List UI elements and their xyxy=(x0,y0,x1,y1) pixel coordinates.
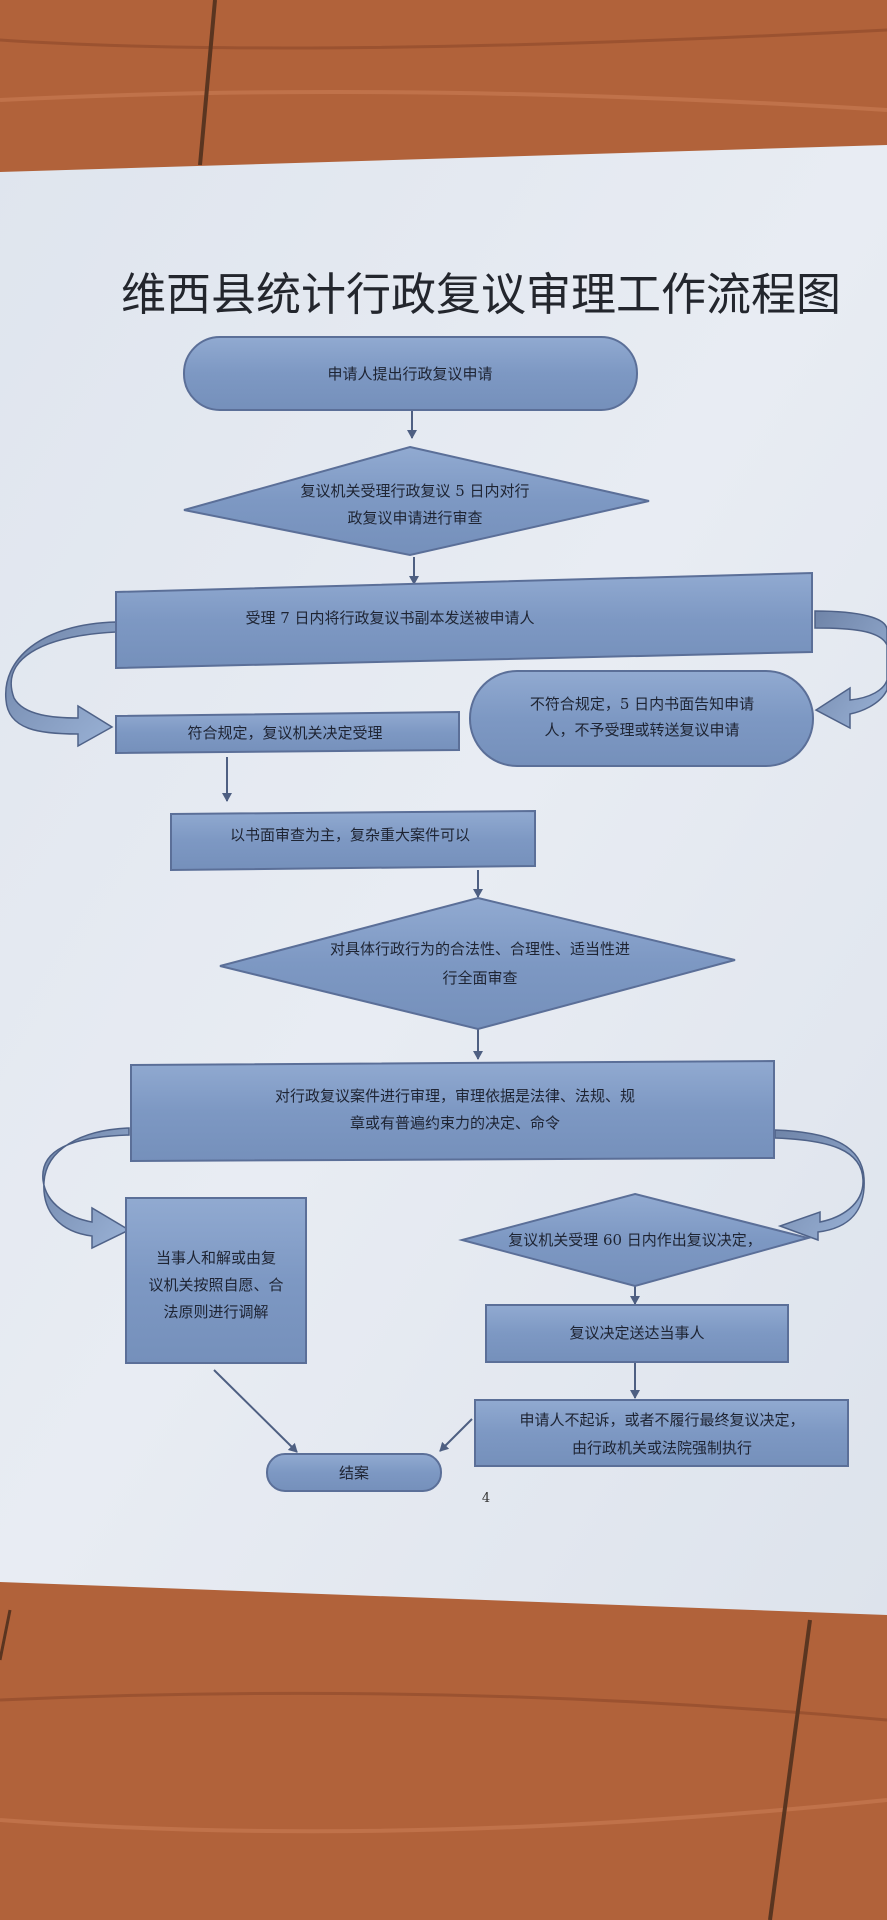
svg-text:以书面审查为主，复杂重大案件可以: 以书面审查为主，复杂重大案件可以 xyxy=(230,826,470,844)
diagram-title: 维西县统计行政复议审理工作流程图 xyxy=(121,268,841,321)
node-hearing: 对行政复议案件进行审理，审理依据是法律、法规、规 章或有普遍约束力的决定、命令 xyxy=(130,1059,775,1163)
svg-text:人，不予受理或转送复议申请: 人，不予受理或转送复议申请 xyxy=(544,721,739,739)
node-reject: 不符合规定，5 日内书面告知申请 人，不予受理或转送复议申请 xyxy=(469,670,814,767)
node-fullreview: 对具体行政行为的合法性、合理性、适当性进 行全面审查 xyxy=(219,896,736,1031)
svg-text:政复议申请进行审查: 政复议申请进行审查 xyxy=(347,509,482,527)
node-start: 申请人提出行政复议申请 xyxy=(183,336,638,411)
node-mediate: 当事人和解或由复 议机关按照自愿、合 法原则进行调解 xyxy=(125,1197,307,1364)
svg-text:申请人提出行政复议申请: 申请人提出行政复议申请 xyxy=(327,365,492,383)
svg-text:结案: 结案 xyxy=(339,1464,369,1482)
svg-text:由行政机关或法院强制执行: 由行政机关或法院强制执行 xyxy=(572,1439,752,1457)
svg-text:受理 7 日内将行政复议书副本发送被申请人: 受理 7 日内将行政复议书副本发送被申请人 xyxy=(245,609,534,627)
svg-text:不符合规定，5 日内书面告知申请: 不符合规定，5 日内书面告知申请 xyxy=(530,695,754,713)
curved-arrow-left-1 xyxy=(5,621,117,748)
node-accept: 符合规定，复议机关决定受理 xyxy=(115,710,460,755)
arrow-enforce-to-end xyxy=(439,1418,473,1452)
node-end: 结案 xyxy=(266,1453,442,1492)
node-send7: 受理 7 日内将行政复议书副本发送被申请人 xyxy=(115,571,813,670)
curved-arrow-right-2 xyxy=(774,1129,865,1242)
svg-text:复议决定送达当事人: 复议决定送达当事人 xyxy=(569,1324,704,1342)
svg-text:符合规定，复议机关决定受理: 符合规定，复议机关决定受理 xyxy=(187,724,382,742)
svg-text:对具体行政行为的合法性、合理性、适当性进: 对具体行政行为的合法性、合理性、适当性进 xyxy=(330,940,630,958)
svg-text:章或有普遍约束力的决定、命令: 章或有普遍约束力的决定、命令 xyxy=(350,1114,560,1132)
node-decide60: 复议机关受理 60 日内作出复议决定， xyxy=(458,1192,812,1288)
node-written: 以书面审查为主，复杂重大案件可以 xyxy=(170,809,536,872)
node-review5: 复议机关受理行政复议 5 日内对行 政复议申请进行审查 xyxy=(183,445,650,557)
svg-text:行全面审查: 行全面审查 xyxy=(442,969,517,987)
svg-text:复议机关受理行政复议 5 日内对行: 复议机关受理行政复议 5 日内对行 xyxy=(300,482,529,500)
page-number: 4 xyxy=(482,1491,490,1506)
arrow-mediate-to-end xyxy=(213,1369,298,1453)
svg-text:议机关按照自愿、合: 议机关按照自愿、合 xyxy=(148,1276,283,1294)
svg-text:当事人和解或由复: 当事人和解或由复 xyxy=(156,1249,276,1267)
connectors xyxy=(5,410,887,1453)
node-enforce: 申请人不起诉，或者不履行最终复议决定， 由行政机关或法院强制执行 xyxy=(474,1399,849,1467)
curved-arrow-left-2 xyxy=(42,1127,131,1250)
svg-text:法原则进行调解: 法原则进行调解 xyxy=(163,1303,268,1321)
svg-text:申请人不起诉，或者不履行最终复议决定，: 申请人不起诉，或者不履行最终复议决定， xyxy=(519,1411,804,1429)
node-deliver: 复议决定送达当事人 xyxy=(485,1304,789,1363)
svg-text:复议机关受理 60 日内作出复议决定，: 复议机关受理 60 日内作出复议决定， xyxy=(508,1231,762,1249)
curved-arrow-right-1 xyxy=(814,610,887,730)
svg-text:对行政复议案件进行审理，审理依据是法律、法规、规: 对行政复议案件进行审理，审理依据是法律、法规、规 xyxy=(275,1087,635,1105)
